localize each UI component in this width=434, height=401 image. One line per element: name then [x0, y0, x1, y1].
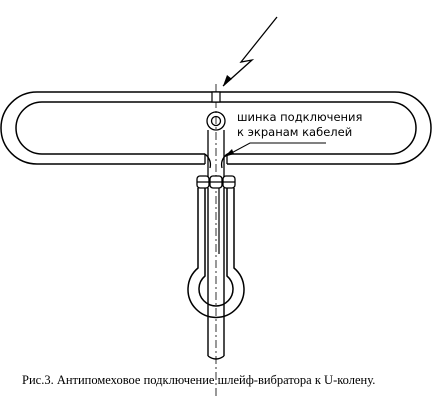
top-connector	[211, 91, 221, 103]
label-leader	[223, 142, 326, 158]
figure-caption: Рис.3. Антипомеховое подключение шлейф-в…	[22, 373, 375, 387]
label-line1: шинка подключения	[237, 110, 362, 124]
feed-cable	[207, 188, 225, 360]
u-loop-inner	[198, 188, 234, 307]
leader-arrow-icon	[224, 149, 234, 157]
bolt-icon	[206, 111, 226, 180]
cable-clamps	[196, 175, 236, 189]
u-loop-outer	[187, 188, 245, 319]
label-line2: к экранам кабелей	[237, 125, 352, 139]
lightning-icon	[222, 16, 278, 87]
